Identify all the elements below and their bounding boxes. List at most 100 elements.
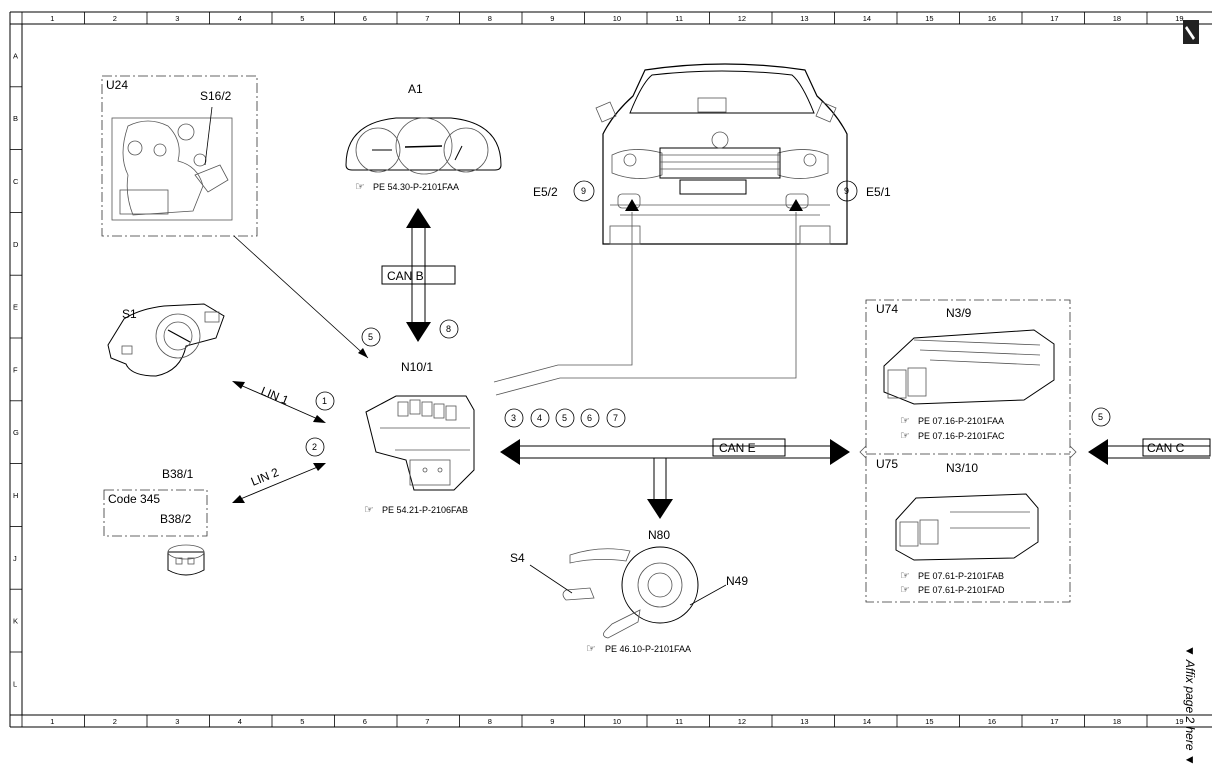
svg-text:9: 9 (581, 186, 586, 196)
n10-1-label: N10/1 (401, 360, 433, 374)
grid-column-label: 17 (1050, 717, 1058, 726)
grid-column-label: 16 (988, 717, 996, 726)
grid-column-label: 10 (613, 717, 621, 726)
n3-10-reference-2: PE 07.61-P-2101FAD (918, 585, 1005, 595)
grid-column-label: 18 (1113, 717, 1121, 726)
grid-column-label: 19 (1175, 14, 1183, 23)
grid-row-label: D (13, 240, 19, 249)
callout-c2: 2 (305, 437, 325, 457)
grid-column-label: 13 (800, 717, 808, 726)
grid-column-label: 9 (550, 717, 554, 726)
u24-leader-line (233, 235, 369, 359)
engine-control-box: U74 N3/9 ☞ PE 07.16-P-2101FAA ☞ PE 07.16… (859, 299, 1077, 603)
grid-column-label: 11 (675, 14, 683, 23)
can-c-bus: CAN C (1088, 438, 1211, 465)
callout-c9-right: 9 (836, 180, 858, 202)
can-b-bus: CAN B (381, 208, 456, 342)
grid-column-label: 4 (238, 14, 242, 23)
grid-column-label: 12 (738, 717, 746, 726)
lin2-label: LIN 2 (249, 465, 281, 489)
grid-column-label: 3 (175, 717, 179, 726)
grid-column-label: 5 (300, 717, 304, 726)
grid-column-label: 3 (175, 14, 179, 23)
can-c-label: CAN C (1147, 441, 1185, 455)
u24-label: U24 (106, 78, 128, 92)
grid-column-label: 2 (113, 14, 117, 23)
sam-module-n10-1 (365, 395, 475, 491)
grid-column-label: 11 (675, 717, 683, 726)
svg-text:6: 6 (587, 413, 592, 423)
grid-column-label: 14 (863, 14, 871, 23)
hand-pointer-icon: ☞ (900, 584, 910, 596)
svg-text:1: 1 (322, 396, 327, 406)
grid-column-label: 7 (425, 717, 429, 726)
instrument-cluster-a1 (345, 117, 502, 175)
grid-column-label: 15 (925, 717, 933, 726)
grid-column-label: 8 (488, 717, 492, 726)
u74-label: U74 (876, 302, 898, 316)
svg-text:5: 5 (562, 413, 567, 423)
can-e-label: CAN E (719, 441, 756, 455)
e5-2-fog-light-arrow (625, 199, 639, 211)
grid-column-label: 18 (1113, 14, 1121, 23)
b38-rain-light-sensor-box: Code 345 B38/2 (103, 489, 208, 576)
svg-text:5: 5 (1098, 412, 1103, 422)
callout-c8: 8 (439, 319, 459, 339)
grid-column-label: 16 (988, 14, 996, 23)
u75-label: U75 (876, 457, 898, 471)
grid-column-ticks: 1122334455667788991010111112121313141415… (21, 12, 1184, 727)
can-e-bus: CAN E (500, 438, 850, 519)
grid-row-label: F (13, 365, 18, 374)
n49-label: N49 (726, 574, 748, 588)
grid-column-label: 2 (113, 717, 117, 726)
grid-column-label: 1 (50, 14, 54, 23)
fog-light-wiring (493, 212, 797, 396)
grid-column-label: 10 (613, 14, 621, 23)
callout-c1: 1 (315, 391, 335, 411)
grid-column-label: 6 (363, 14, 367, 23)
svg-text:4: 4 (537, 413, 542, 423)
pen-icon (1183, 20, 1199, 44)
hand-pointer-icon: ☞ (364, 504, 374, 516)
grid-row-label: E (13, 303, 18, 312)
n3-10-reference-1: PE 07.61-P-2101FAB (918, 571, 1004, 581)
u24-leader-arrowhead (358, 348, 368, 358)
callout-c9-left: 9 (573, 180, 595, 202)
n3-9-label: N3/9 (946, 306, 972, 320)
svg-text:7: 7 (613, 413, 618, 423)
grid-column-label: 4 (238, 717, 242, 726)
hand-pointer-icon: ☞ (900, 415, 910, 427)
n80-label: N80 (648, 528, 670, 542)
svg-text:3: 3 (511, 413, 516, 423)
grid-column-label: 1 (50, 717, 54, 726)
e5-1-label: E5/1 (866, 185, 891, 199)
s1-label: S1 (122, 307, 137, 321)
grid-column-label: 13 (800, 14, 808, 23)
grid-column-label: 6 (363, 717, 367, 726)
grid-row-label: H (13, 491, 18, 500)
lin2-line: LIN 2 (232, 463, 326, 503)
callout-c5-n10: 5 (361, 327, 381, 347)
grid-column-label: 5 (300, 14, 304, 23)
n3-9-reference-1: PE 07.16-P-2101FAA (918, 416, 1004, 426)
a1-label: A1 (408, 82, 423, 96)
grid-column-label: 14 (863, 717, 871, 726)
grid-column-label: 8 (488, 14, 492, 23)
callout-c3: 3 (504, 408, 524, 428)
e5-2-label: E5/2 (533, 185, 558, 199)
grid-row-label: L (13, 679, 17, 688)
s16-2-label: S16/2 (200, 89, 232, 103)
vehicle-front-view (595, 63, 848, 245)
steering-column-module-n80 (529, 546, 727, 639)
grid-row-label: B (13, 114, 18, 123)
ignition-switch-s1 (107, 303, 225, 377)
svg-text:8: 8 (446, 324, 451, 334)
n3-9-reference-2: PE 07.16-P-2101FAC (918, 431, 1005, 441)
grid-column-label: 7 (425, 14, 429, 23)
grid-column-label: 17 (1050, 14, 1058, 23)
n10-1-reference: PE 54.21-P-2106FAB (382, 505, 468, 515)
affix-page-note: ▼ Affix page 2 here ▼ (1183, 645, 1197, 766)
s4-label: S4 (510, 551, 525, 565)
